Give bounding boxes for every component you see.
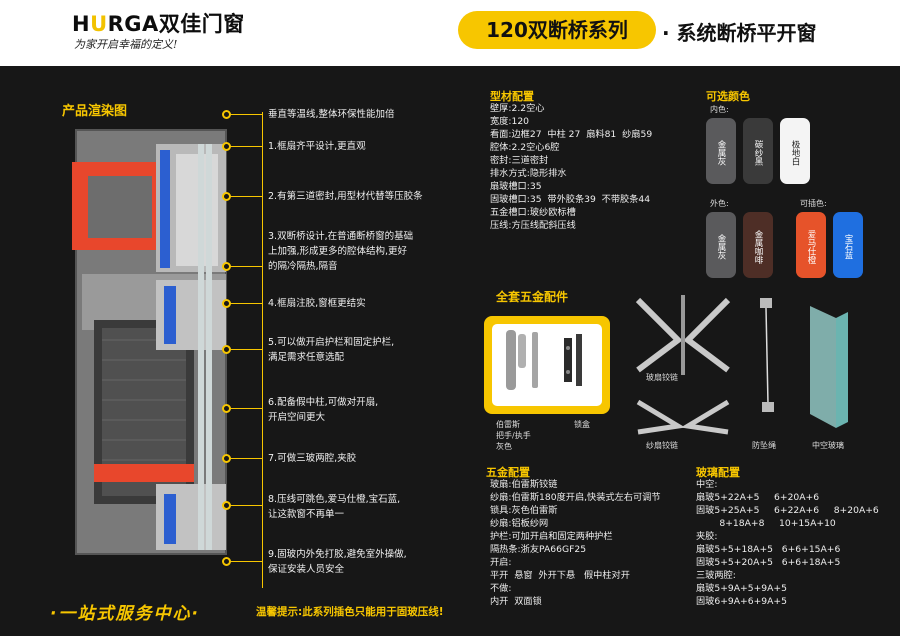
annotation-4: 4.框扇注胶,窗框更结实 [268, 298, 366, 309]
screen-hinge-label: 纱扇铰链 [646, 441, 678, 450]
callout-line [222, 262, 262, 271]
inner-color-label: 内色: [710, 105, 729, 114]
annotation-9: 9.固玻内外免打胶,避免室外操做, 保证安装人员安全 [268, 549, 407, 575]
colors-title: 可选颜色 [706, 90, 750, 103]
series-subtitle: · 系统断桥平开窗 [662, 21, 817, 45]
footer-slogan: ·一站式服务中心· [50, 604, 200, 624]
header-bar: HURGA双佳门窗 为家开启幸福的定义! 120双断桥系列 · 系统断桥平开窗 [0, 0, 900, 66]
annotation-1: 1.框扇齐平设计,更直观 [268, 141, 366, 152]
lockbox-label: 锁盒 [574, 420, 590, 429]
callout-line [222, 557, 262, 566]
callout-line [222, 404, 262, 413]
annotation-5: 5.可以做开启护栏和固定护栏, 满足需求任意选配 [268, 337, 395, 363]
handle-icon [506, 330, 582, 390]
hw-config-title: 五金配置 [486, 466, 530, 479]
swatch-bead-1: 爱马仕橙 [796, 212, 826, 278]
swatch-inner-3: 极地白 [780, 118, 810, 184]
swatch-outer-2: 金属咖啡 [743, 212, 773, 278]
annotation-3: 3.双断桥设计,在普通断桥窗的基础 上加强,形成更多的腔体结构,更好 的隔冷隔热… [268, 231, 414, 272]
screen-hinge-icon [636, 399, 730, 435]
swatch-inner-1: 金属灰 [706, 118, 736, 184]
callout-line [222, 345, 262, 354]
handle-label: 伯雷斯 把手/执手 灰色 [496, 420, 531, 451]
profile-title: 型材配置 [490, 90, 534, 103]
glass-config-specs: 中空: 扇玻5+22A+5 6+20A+6 固玻5+25A+5 6+22A+6 … [696, 479, 879, 607]
safety-rope-icon [760, 298, 774, 412]
hinge-icon [635, 295, 731, 375]
hardware-title: 全套五金配件 [496, 290, 569, 304]
callout-line [222, 501, 262, 510]
callout-line [222, 192, 262, 201]
brand-slogan: 为家开启幸福的定义! [74, 38, 178, 51]
outer-color-label: 外色: [710, 199, 729, 208]
bead-color-label: 可插色: [800, 199, 827, 208]
callout-line [222, 142, 262, 151]
swatch-bead-2: 宝石蓝 [833, 212, 863, 278]
window-cross-section-illustration [72, 129, 227, 555]
swatch-inner-2: 碳纱黑 [743, 118, 773, 184]
glass-label: 中空玻璃 [812, 441, 844, 450]
annotation-8: 8.压线可跳色,爱马仕橙,宝石蓝, 让这款窗不再单一 [268, 494, 401, 520]
hinge-label: 玻扇铰链 [646, 373, 678, 382]
brand-logo: HURGA双佳门窗 [72, 12, 245, 36]
series-badge: 120双断桥系列 [458, 11, 656, 49]
annotation-6: 6.配备假中柱,可做对开扇, 开启空间更大 [268, 397, 379, 423]
glass-pane-icon [810, 306, 848, 428]
callout-line [222, 110, 262, 119]
swatch-outer-1: 金属灰 [706, 212, 736, 278]
annotation-0: 垂直等温线,整体环保性能加倍 [268, 109, 395, 120]
glass-config-title: 玻璃配置 [696, 466, 740, 479]
safety-rope-label: 防坠绳 [752, 441, 776, 450]
annotation-2: 2.有第三道密封,用型材代替等压胶条 [268, 191, 423, 202]
render-title: 产品渲染图 [62, 104, 128, 119]
handle-lockbox-panel [484, 316, 610, 414]
annotation-7: 7.可做三玻两腔,夹胶 [268, 453, 357, 464]
hw-config-specs: 玻扇:伯雷斯铰链 纱扇:伯雷斯180度开启,快装式左右可调节 锁具:灰色伯雷斯 … [490, 479, 661, 607]
profile-specs: 壁厚:2.2空心 宽度:120 看面:边框27 中柱 27 扇料81 纱扇59 … [490, 103, 653, 231]
annotation-guide-line [262, 112, 263, 588]
callout-line [222, 299, 262, 308]
footer-note: 温馨提示:此系列插色只能用于固玻压线! [256, 606, 444, 618]
callout-line [222, 454, 262, 463]
